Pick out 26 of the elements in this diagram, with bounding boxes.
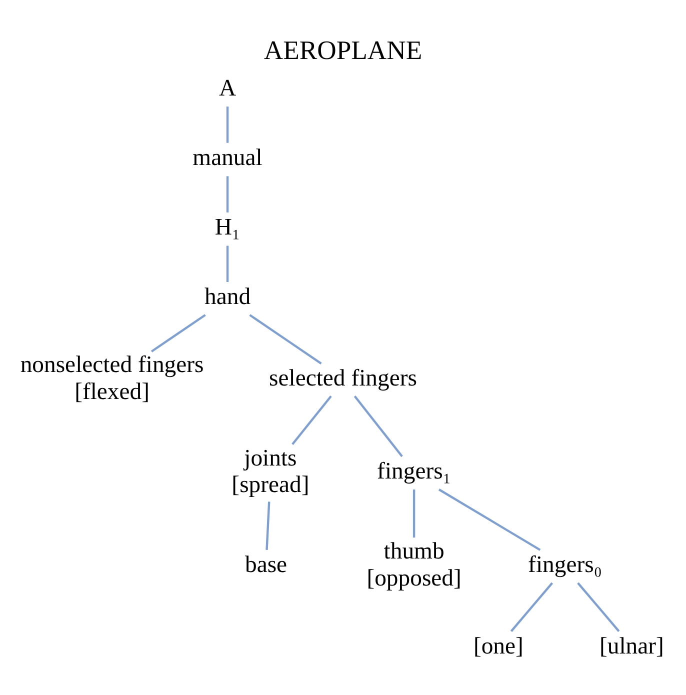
connector (266, 501, 270, 550)
node-text: hand (204, 284, 251, 310)
connector (150, 314, 206, 352)
node-text: nonselected fingers [flexed] (20, 352, 204, 404)
node-text: [ulnar] (599, 632, 664, 659)
connector (577, 582, 620, 632)
node-text: fingers₀ (528, 551, 602, 578)
node-text: selected fingers (269, 364, 417, 391)
diagram-title: AEROPLANE (264, 34, 422, 65)
connector (354, 395, 403, 457)
connector (226, 106, 229, 142)
node-text: [one] (473, 632, 524, 659)
node-text: joints [spread] (232, 444, 310, 498)
node-text: base (244, 551, 288, 578)
connector (226, 245, 229, 282)
connector (292, 395, 332, 444)
connector (249, 314, 322, 364)
connector (438, 488, 541, 550)
node-text: H₁ (214, 214, 240, 240)
connector (226, 176, 229, 212)
node-text: manual (192, 144, 262, 170)
connector (510, 582, 554, 632)
node-text: fingers₁ (377, 458, 452, 484)
node-text: A (218, 74, 236, 101)
node-text: thumb [opposed] (366, 538, 462, 591)
connector (412, 489, 416, 538)
